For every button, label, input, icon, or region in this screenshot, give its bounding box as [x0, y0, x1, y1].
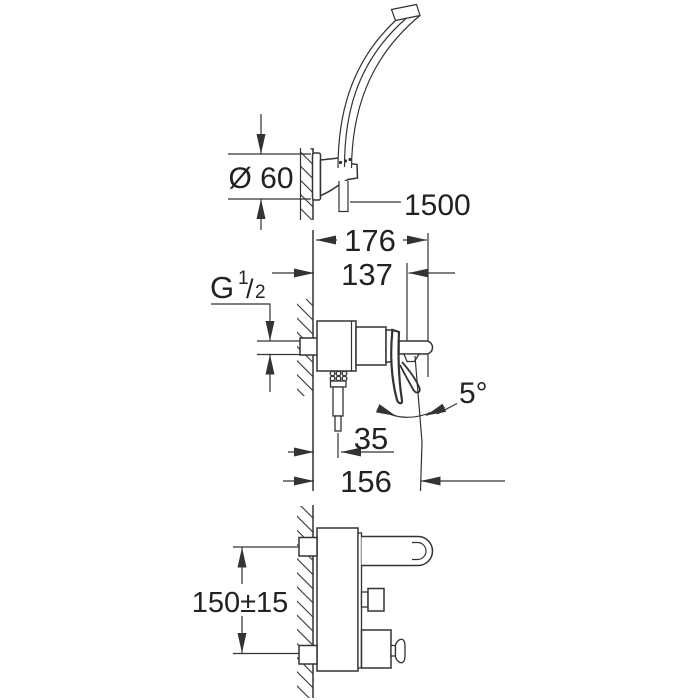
dim-hose-length-label: 1500	[404, 189, 471, 222]
knob-stem	[390, 644, 397, 657]
flow-control-block	[360, 629, 406, 669]
dimension-hose-length: 1500	[350, 189, 471, 222]
dim-inlet-height-label: 150±15	[192, 587, 289, 619]
shower-hose	[338, 181, 349, 213]
hand-shower	[337, 3, 421, 169]
dimension-overall-depth: 176	[316, 223, 429, 377]
diverter-knob	[360, 587, 385, 612]
bath-spout-loop	[361, 535, 434, 567]
bath-mixer-body	[316, 527, 363, 672]
thread-label-numerator: 1	[238, 268, 249, 289]
dim-overall-depth-label: 176	[344, 223, 396, 258]
dimension-hose-offset: 35	[288, 421, 394, 458]
inlet-stub	[299, 337, 319, 356]
dim-lever-depth-label: 156	[340, 464, 392, 499]
dim-swing-angle-label: 5°	[459, 377, 488, 410]
bath-mixer-view: 150±15	[192, 505, 434, 698]
dim-hose-offset-label: 35	[354, 421, 388, 456]
wall-section-bottom	[297, 505, 314, 698]
dim-holder-diameter-label: Ø 60	[228, 162, 293, 195]
dimension-thread-size: G 1 / 2	[210, 268, 311, 392]
thread-label-slash: /	[246, 274, 254, 304]
lever-blade	[390, 328, 404, 405]
dimension-holder-diameter: Ø 60	[228, 114, 311, 230]
lever-arm	[398, 340, 434, 355]
dim-body-depth-label: 137	[341, 257, 393, 292]
inlet-connector-top	[298, 536, 318, 557]
thread-label-denominator: 2	[255, 282, 266, 303]
dimension-lever-depth: 156	[283, 464, 505, 499]
thread-label-g: G	[210, 270, 234, 305]
hand-shower-grip-dots	[338, 157, 352, 165]
inlet-connector-bottom	[298, 644, 318, 665]
dimension-inlet-height: 150±15	[192, 546, 299, 655]
dimension-lever-swing-angle: 5°	[375, 355, 488, 492]
shower-mixer-body	[299, 320, 393, 372]
knob-cap	[394, 638, 406, 664]
mixer-lever	[390, 328, 434, 405]
dimension-body-depth: 137	[272, 257, 455, 343]
wall-section-top	[299, 148, 314, 220]
hose-outlet	[329, 370, 348, 432]
lever-swing-line	[414, 355, 423, 492]
hand-shower-view: Ø 60 1500	[228, 3, 471, 230]
mixer-side-view: 176 137 G 1 / 2	[210, 223, 505, 499]
